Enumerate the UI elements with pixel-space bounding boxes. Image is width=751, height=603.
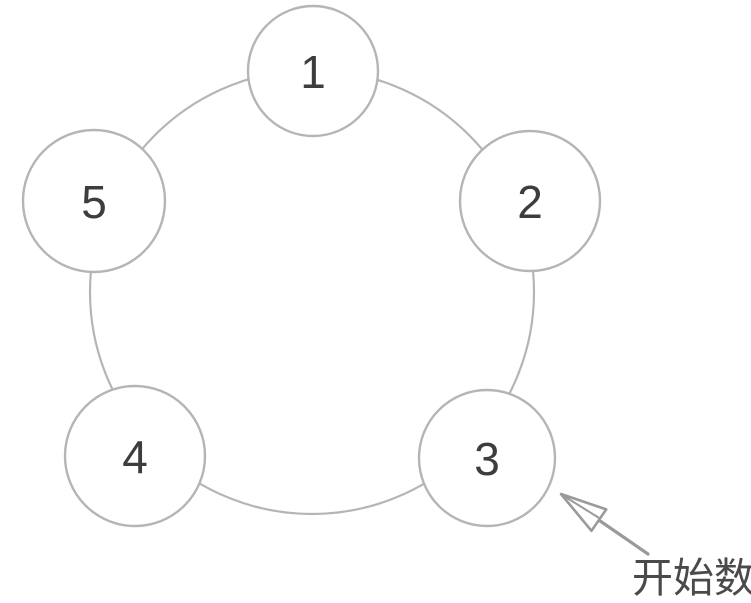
node-circle	[417, 388, 557, 528]
start-annotation: 开始数	[559, 492, 751, 602]
node-1[interactable]: 1	[246, 4, 380, 138]
arrow-shaft-line	[598, 519, 650, 556]
node-circle	[458, 129, 602, 273]
node-label: 5	[81, 176, 107, 228]
node-label: 3	[474, 433, 500, 485]
node-circle	[63, 384, 207, 528]
node-2[interactable]: 2	[458, 129, 602, 273]
node-3[interactable]: 3	[417, 388, 557, 528]
annotation-label: 开始数	[632, 554, 751, 602]
arrow-head-spine	[563, 495, 601, 520]
arrow-head-icon	[559, 492, 608, 533]
node-circle	[246, 4, 380, 138]
node-label: 2	[517, 176, 543, 228]
node-5[interactable]: 5	[21, 128, 167, 274]
node-circle	[21, 128, 167, 274]
node-4[interactable]: 4	[63, 384, 207, 528]
node-label: 1	[300, 46, 326, 98]
node-label: 4	[122, 431, 148, 483]
